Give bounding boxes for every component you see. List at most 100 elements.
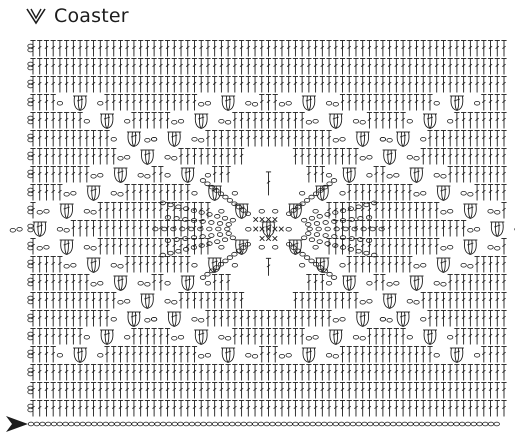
dc-stitch (495, 77, 500, 93)
ch-stitch (192, 263, 197, 267)
ch-stitch (28, 296, 33, 300)
dc-stitch (138, 383, 143, 399)
ch-stitch (367, 173, 372, 177)
dc-stitch (239, 365, 244, 381)
ch-stitch (64, 264, 69, 268)
ch-stitch (252, 102, 257, 106)
dc-stitch (192, 293, 197, 309)
ch-stitch (309, 259, 314, 263)
ch-stitch (442, 422, 447, 426)
dc-stitch (286, 311, 291, 327)
dc-cluster (73, 96, 87, 111)
dc-stitch (488, 383, 493, 399)
dc-stitch (394, 401, 399, 417)
dc-stitch (232, 365, 237, 381)
dc-stitch (333, 365, 338, 381)
ch-stitch (28, 66, 33, 70)
ch-stitch (488, 245, 493, 249)
ch-stitch (151, 137, 156, 141)
dc-stitch (360, 41, 365, 57)
dc-stitch (313, 275, 318, 291)
dc-stitch (165, 41, 170, 57)
dc-stitch (246, 365, 251, 381)
ch-stitch (421, 137, 426, 141)
dc-stitch (51, 257, 56, 273)
dc-stitch (37, 185, 42, 201)
dc-stitch (104, 131, 109, 147)
dc-stitch (252, 401, 257, 417)
dc-stitch (44, 329, 49, 345)
ch-stitch (74, 422, 79, 426)
dc-stitch (461, 221, 466, 237)
dc-stitch (178, 257, 183, 273)
dc-stitch (51, 77, 56, 93)
ch-stitch (241, 422, 246, 426)
dc-stitch (165, 365, 170, 381)
dc-stitch (360, 95, 365, 111)
dc-stitch (441, 149, 446, 165)
dc-stitch (185, 239, 190, 255)
dc-stitch (481, 293, 486, 309)
dc-stitch (57, 293, 62, 309)
dc-stitch (98, 383, 103, 399)
dc-stitch (152, 203, 157, 219)
sc-stitch (260, 227, 265, 232)
dc-stitch (293, 59, 298, 75)
ch-stitch (28, 188, 33, 192)
dc-stitch (380, 347, 385, 363)
dc-stitch (306, 383, 311, 399)
dc-stitch (300, 365, 305, 381)
ch-stitch (468, 192, 473, 196)
dc-stitch (481, 401, 486, 417)
dc-stitch (44, 149, 49, 165)
dc-stitch (495, 149, 500, 165)
dc-stitch (474, 383, 479, 399)
dc-stitch (481, 59, 486, 75)
dc-stitch (434, 59, 439, 75)
ch-stitch (326, 353, 331, 357)
dc-stitch (394, 95, 399, 111)
dc-stitch (266, 365, 271, 381)
ch-stitch (299, 191, 304, 195)
arrowhead-icon (6, 416, 28, 432)
ch-stitch (28, 390, 33, 394)
dc-stitch (333, 383, 338, 399)
dc-stitch (380, 257, 385, 273)
dc-stitch (495, 95, 500, 111)
dc-stitch (300, 59, 305, 75)
dc-stitch (306, 149, 311, 165)
ch-stitch (340, 317, 345, 321)
ch-stitch (145, 282, 150, 286)
dc-stitch (347, 347, 352, 363)
ch-stitch (325, 227, 330, 231)
dc-stitch (259, 41, 264, 57)
ch-stitch (287, 422, 292, 426)
ch-stitch (28, 156, 33, 160)
dc-stitch (400, 185, 405, 201)
dc-stitch (434, 41, 439, 57)
dc-stitch (306, 401, 311, 417)
dc-stitch (421, 347, 426, 363)
dc-cluster (329, 114, 343, 129)
dc-stitch (374, 347, 379, 363)
ch-stitch (387, 174, 392, 178)
dc-stitch (495, 59, 500, 75)
ch-stitch (340, 137, 345, 141)
dc-stitch (219, 383, 224, 399)
dc-stitch (374, 401, 379, 417)
dc-stitch (441, 293, 446, 309)
dc-stitch (111, 347, 116, 363)
ch-stitch (195, 422, 200, 426)
ch-stitch (316, 422, 321, 426)
dc-stitch (380, 41, 385, 57)
dc-stitch (57, 149, 62, 165)
dc-stitch (152, 365, 157, 381)
dc-stitch (98, 149, 103, 165)
dc-stitch (266, 95, 271, 111)
dc-stitch (104, 365, 109, 381)
dc-cluster (221, 348, 235, 363)
dc-stitch (434, 401, 439, 417)
dc-stitch (481, 185, 486, 201)
ch-stitch (306, 232, 311, 236)
dc-stitch (232, 149, 237, 165)
